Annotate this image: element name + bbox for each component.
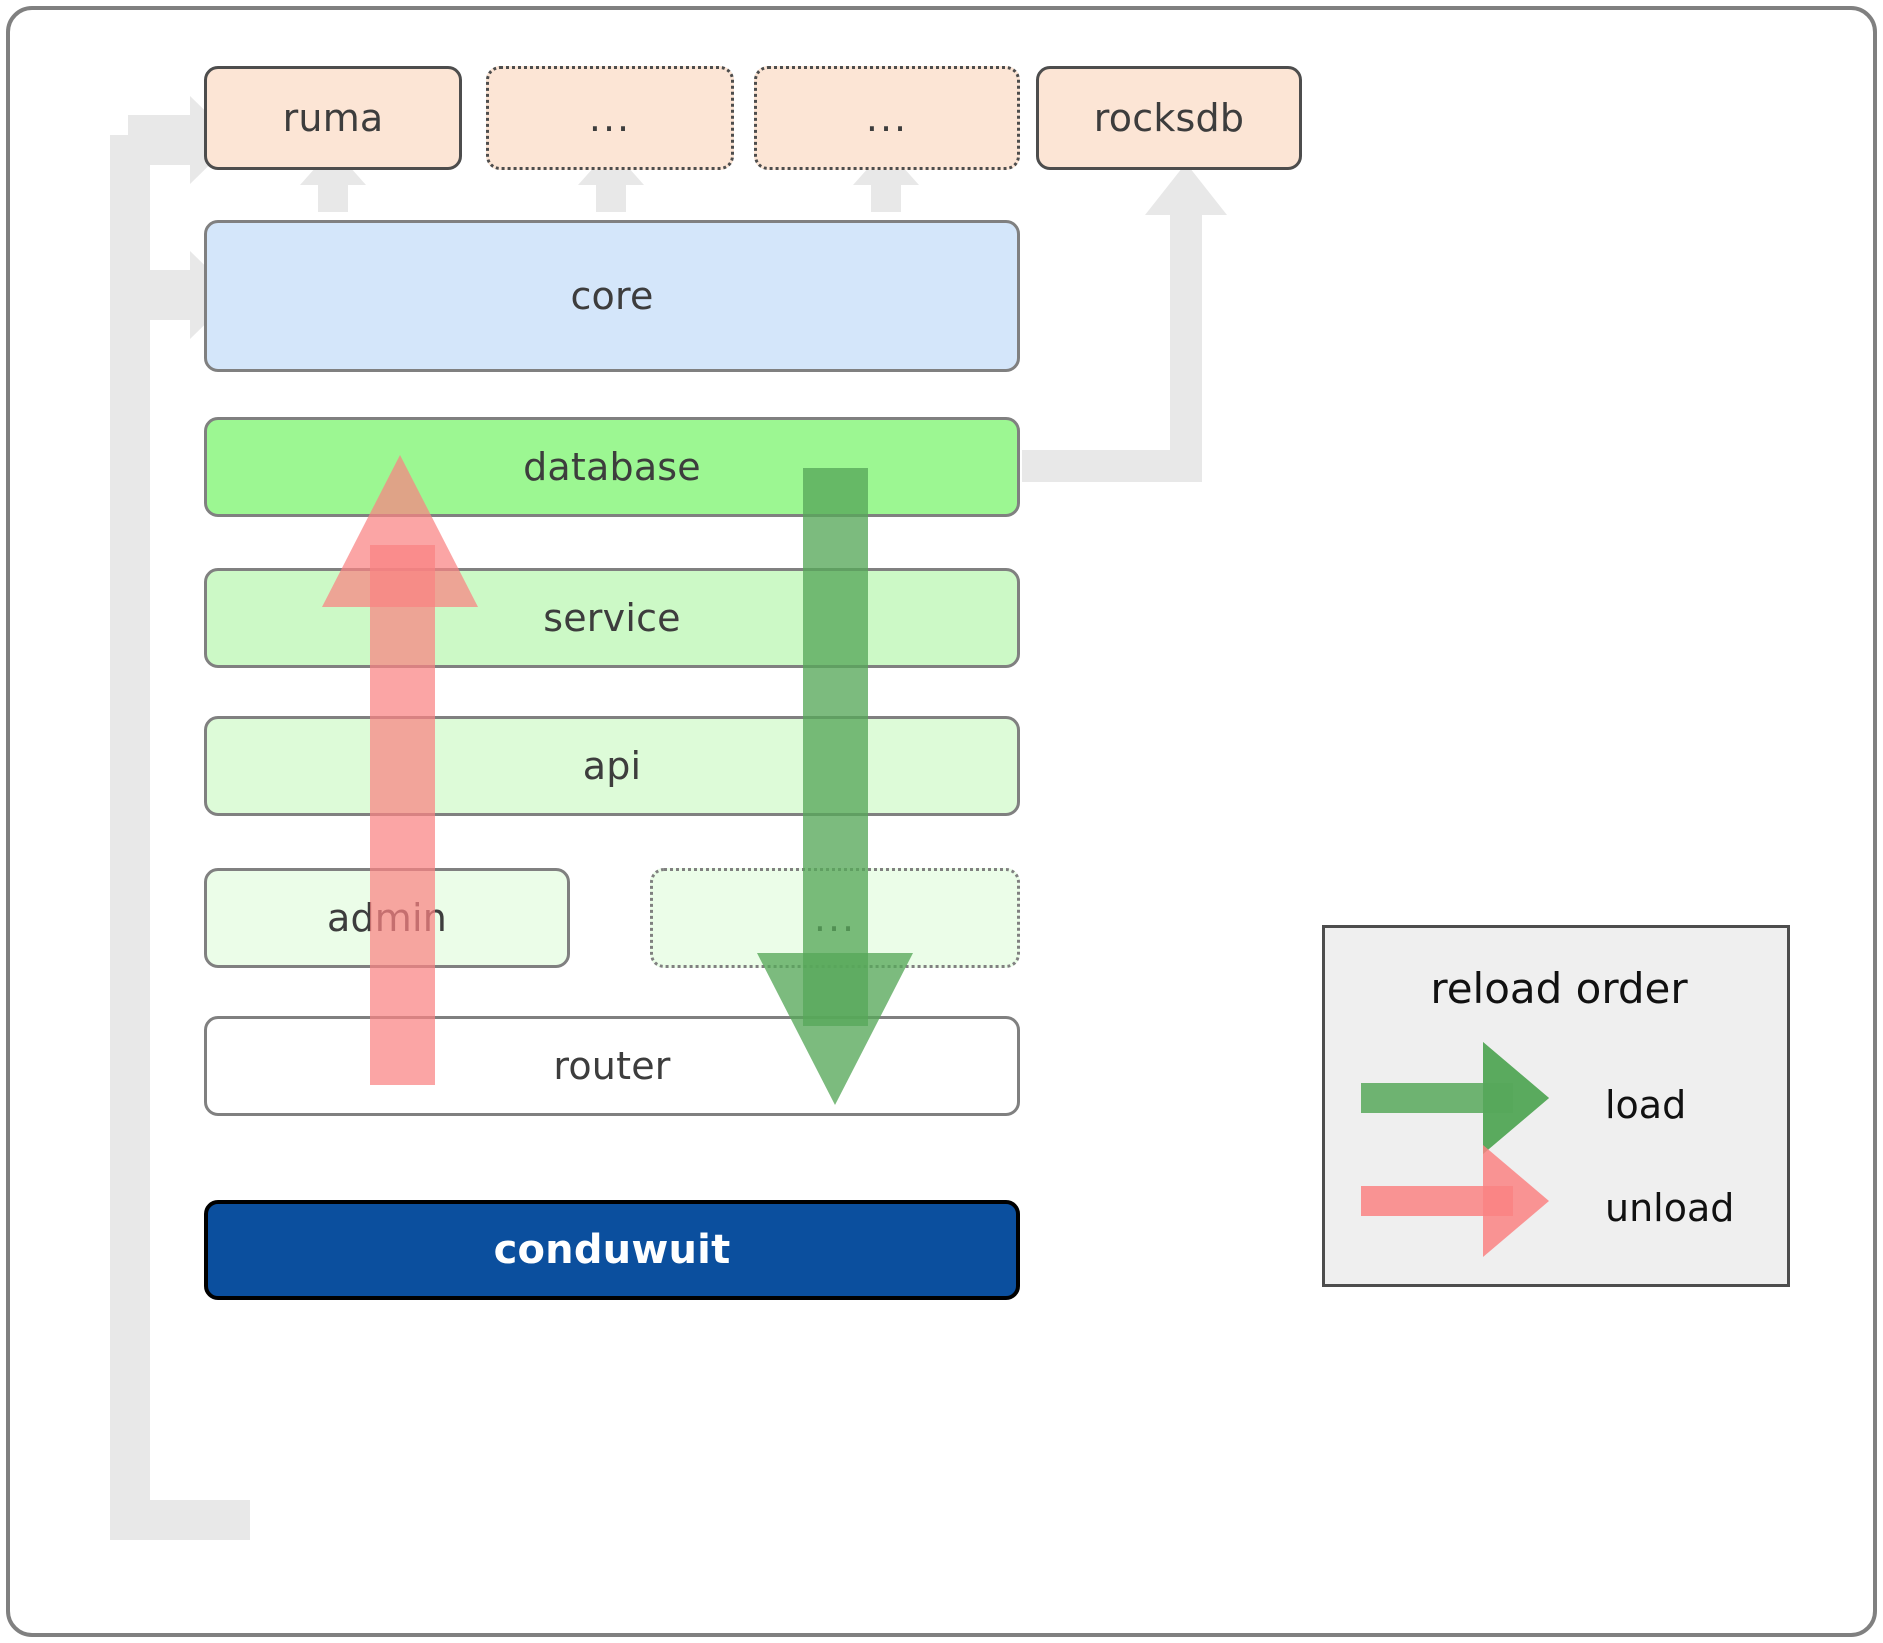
node-database[interactable]: database: [204, 417, 1020, 517]
node-api[interactable]: api: [204, 716, 1020, 816]
node-dots-top-1[interactable]: ...: [486, 66, 734, 170]
node-router-label: router: [553, 1044, 671, 1088]
legend-label-load: load: [1605, 1083, 1687, 1127]
node-dots-lower-label: ...: [813, 896, 857, 940]
node-database-label: database: [523, 445, 701, 489]
node-core[interactable]: core: [204, 220, 1020, 372]
node-ruma-label: ruma: [282, 96, 384, 140]
node-admin-label: admin: [326, 896, 448, 940]
node-api-label: api: [582, 744, 642, 788]
node-service-label: service: [543, 596, 681, 640]
node-dots-top-1-label: ...: [588, 96, 632, 140]
legend-arrows: [1361, 1042, 1549, 1257]
legend-load-arrow-icon: [1361, 1042, 1549, 1154]
node-ruma[interactable]: ruma: [204, 66, 462, 170]
node-router[interactable]: router: [204, 1016, 1020, 1116]
node-rocksdb-label: rocksdb: [1093, 96, 1245, 140]
node-admin[interactable]: admin: [204, 868, 570, 968]
legend-label-unload: unload: [1605, 1186, 1735, 1230]
legend-unload-arrow-icon: [1361, 1145, 1549, 1257]
node-service[interactable]: service: [204, 568, 1020, 668]
legend-box: reload order load unload: [1322, 925, 1790, 1287]
legend-title: reload order: [1430, 964, 1688, 1013]
node-dots-top-2[interactable]: ...: [754, 66, 1020, 170]
node-core-label: core: [570, 274, 654, 318]
node-conduwuit[interactable]: conduwuit: [204, 1200, 1020, 1300]
node-rocksdb[interactable]: rocksdb: [1036, 66, 1302, 170]
node-conduwuit-label: conduwuit: [493, 1227, 731, 1273]
node-dots-top-2-label: ...: [865, 96, 909, 140]
node-dots-lower[interactable]: ...: [650, 868, 1020, 968]
